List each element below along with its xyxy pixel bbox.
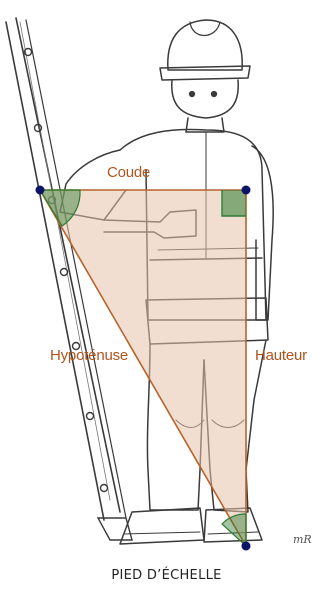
figure-caption: PIED D’ÉCHELLE <box>0 568 333 583</box>
artist-signature: mR <box>293 533 312 546</box>
label-hauteur: Hauteur <box>255 347 307 364</box>
label-hypotenuse: Hypoténuse <box>50 347 128 364</box>
vertex-top-right <box>242 186 251 195</box>
label-coude: Coude <box>107 164 150 181</box>
vertex-top-left <box>36 186 45 195</box>
right-triangle <box>40 190 246 546</box>
right-angle-marker <box>222 190 246 216</box>
vertex-bottom <box>242 542 251 551</box>
